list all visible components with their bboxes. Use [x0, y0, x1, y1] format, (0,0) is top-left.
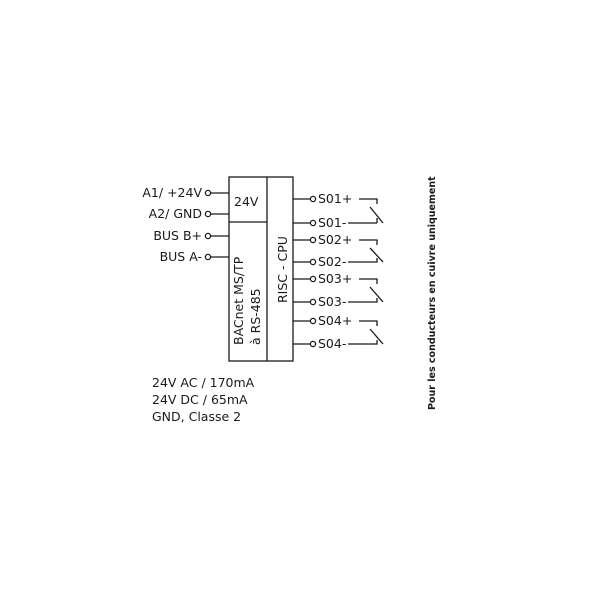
- input-a1: A1/ +24V: [142, 185, 229, 200]
- terminal-busb: [204, 232, 212, 240]
- output-s04p: S04+: [293, 313, 352, 328]
- input-a2-label: A2/ GND: [149, 206, 202, 221]
- output-s03p: S03+: [293, 271, 352, 286]
- terminal-s04p: [309, 317, 317, 325]
- output-s01m-label: S01-: [318, 215, 346, 230]
- output-s03m-label: S03-: [318, 294, 346, 309]
- terminal-s01m: [309, 219, 317, 227]
- terminal-busa: [204, 253, 212, 261]
- terminal-s01p: [309, 195, 317, 203]
- output-s04p-label: S04+: [318, 313, 352, 328]
- terminal-s03m: [309, 298, 317, 306]
- input-busb: BUS B+: [153, 228, 229, 243]
- output-s01p: S01+: [293, 191, 352, 206]
- copper-conductors-note: Pour les conducteurs en cuivre uniquemen…: [427, 176, 438, 410]
- terminal-a1: [204, 189, 212, 197]
- input-busa-label: BUS A-: [160, 249, 202, 264]
- input-a1-label: A1/ +24V: [142, 185, 202, 200]
- output-s02m: S02-: [293, 254, 346, 269]
- output-s02p: S02+: [293, 232, 352, 247]
- spec-line-1: 24V AC / 170mA: [152, 375, 255, 390]
- spec-line-2: 24V DC / 65mA: [152, 392, 248, 407]
- switch-contact-3: [348, 278, 384, 303]
- output-s03m: S03-: [293, 294, 346, 309]
- power-label: 24V: [234, 194, 259, 209]
- switch-contact-1: [348, 198, 384, 224]
- output-s01m: S01-: [293, 215, 346, 230]
- output-s02m-label: S02-: [318, 254, 346, 269]
- switch-contact-2: [348, 239, 384, 263]
- terminal-s03p: [309, 275, 317, 283]
- cpu-label: RISC - CPU: [275, 236, 290, 303]
- input-busa: BUS A-: [160, 249, 229, 264]
- terminal-s04m: [309, 340, 317, 348]
- terminal-s02m: [309, 258, 317, 266]
- output-s02p-label: S02+: [318, 232, 352, 247]
- input-a2: A2/ GND: [149, 206, 229, 221]
- input-busb-label: BUS B+: [153, 228, 202, 243]
- terminal-a2: [204, 210, 212, 218]
- module-box: [228, 176, 294, 362]
- switch-contact-4: [348, 320, 384, 345]
- output-s04m-label: S04-: [318, 336, 346, 351]
- spec-line-3: GND, Classe 2: [152, 409, 241, 424]
- rs485-label: à RS-485: [248, 288, 263, 345]
- output-s04m: S04-: [293, 336, 346, 351]
- terminal-s02p: [309, 236, 317, 244]
- output-s01p-label: S01+: [318, 191, 352, 206]
- bacnet-label: BACnet MS/TP: [231, 256, 246, 345]
- output-s03p-label: S03+: [318, 271, 352, 286]
